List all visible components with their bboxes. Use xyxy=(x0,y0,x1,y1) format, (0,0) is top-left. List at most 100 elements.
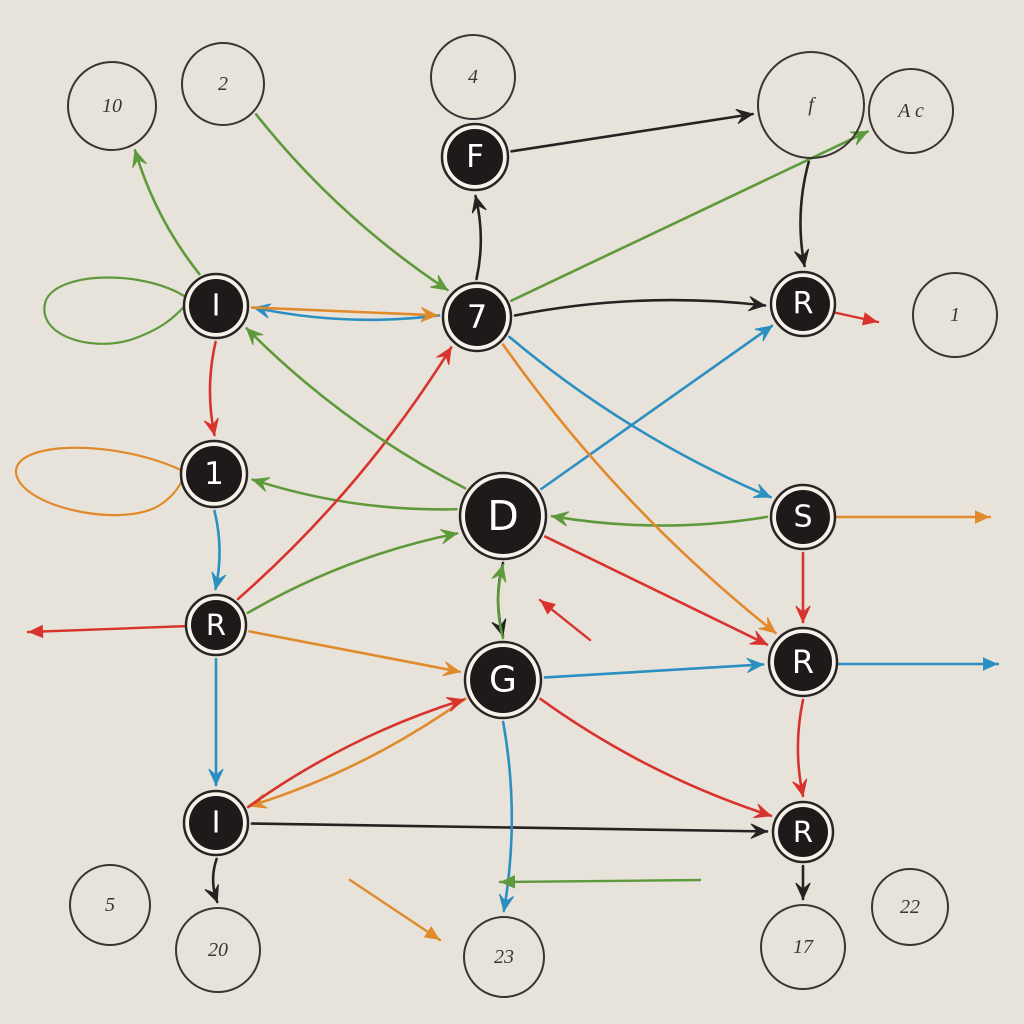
edge-g-r4 xyxy=(539,697,773,819)
node-d: D xyxy=(458,471,548,561)
edge-r3-r4 xyxy=(792,698,808,798)
node-of: f xyxy=(757,51,865,159)
node-label: R xyxy=(793,287,814,322)
edge-r2-g xyxy=(248,630,462,677)
node-label: 5 xyxy=(105,894,115,916)
edge-n7-r1 xyxy=(513,296,767,317)
edge-of-r1 xyxy=(794,160,811,268)
node-label: 2 xyxy=(218,73,228,95)
edge-r2-i2 xyxy=(208,657,224,787)
node-label: 17 xyxy=(793,936,814,958)
node-label: I xyxy=(212,806,221,841)
node-o20: 20 xyxy=(175,907,261,993)
node-i1: I xyxy=(182,272,250,340)
outline-circle xyxy=(868,68,954,154)
node-label: R xyxy=(792,643,814,681)
node-r3: R xyxy=(767,626,839,698)
node-label: D xyxy=(487,492,519,540)
edge-g-r3 xyxy=(543,657,765,679)
edge-r2-n7 xyxy=(236,346,453,601)
node-label: 1 xyxy=(204,456,224,492)
node-label: 1 xyxy=(950,304,960,326)
node-r1: R xyxy=(769,270,837,338)
node-o23: 23 xyxy=(463,916,545,998)
loops-layer xyxy=(14,276,191,517)
node-label: 22 xyxy=(900,896,920,918)
node-label: A c xyxy=(896,100,924,122)
stray-arrow xyxy=(828,657,1000,671)
outline-circle xyxy=(430,34,516,120)
node-label: R xyxy=(206,608,226,642)
edge-d-r3 xyxy=(543,535,769,646)
node-label: I xyxy=(212,289,221,324)
node-i2: I xyxy=(182,789,250,857)
outline-circle xyxy=(181,42,265,126)
node-label: 4 xyxy=(468,66,478,88)
outline-circle xyxy=(871,868,949,946)
outline-circle xyxy=(67,61,157,151)
outline-circle xyxy=(69,864,151,946)
outline-circle xyxy=(760,904,846,990)
node-s: S xyxy=(769,483,837,551)
node-g: G xyxy=(463,640,543,720)
edge-s-r3 xyxy=(795,551,811,624)
edge-g-o23 xyxy=(498,720,515,913)
stray-arrow xyxy=(26,623,218,639)
edge-i2-r4 xyxy=(250,822,769,839)
node-label: R xyxy=(793,815,813,849)
node-n7: 7 xyxy=(441,281,513,353)
stray-arrow xyxy=(498,875,702,889)
loop-curve xyxy=(43,276,191,345)
node-n1: 1 xyxy=(179,439,249,509)
node-o22: 22 xyxy=(871,868,949,946)
edge-n7-r3 xyxy=(501,343,777,635)
edge-d-n1 xyxy=(251,477,458,511)
edge-n7-s xyxy=(508,335,772,499)
node-o4: 4 xyxy=(430,34,516,120)
edge-s-d xyxy=(550,511,769,527)
outline-circle xyxy=(912,272,998,358)
node-r2: R xyxy=(184,593,248,657)
node-label: 7 xyxy=(467,298,487,336)
node-label: 10 xyxy=(102,95,122,117)
edge-i2-o20 xyxy=(204,857,219,904)
edges-layer xyxy=(132,108,869,913)
edge-i1-o10 xyxy=(132,149,201,276)
edge-o2-n7 xyxy=(254,113,449,292)
node-oac: A c xyxy=(868,68,954,154)
edge-i1-n1 xyxy=(203,340,219,437)
node-o17: 17 xyxy=(760,904,846,990)
outline-circle xyxy=(175,907,261,993)
node-o1: 1 xyxy=(912,272,998,358)
edge-n1-r2 xyxy=(211,509,227,591)
edge-g-d xyxy=(491,563,507,640)
edge-n7-f xyxy=(471,194,487,281)
node-o10: 10 xyxy=(67,61,157,151)
edge-f-of xyxy=(510,108,754,153)
node-label: 20 xyxy=(208,939,228,961)
loop-curve xyxy=(14,446,187,517)
outline-circle xyxy=(463,916,545,998)
node-label: f xyxy=(808,94,816,116)
edge-r4-o17 xyxy=(795,864,811,901)
edge-r2-d xyxy=(246,529,459,615)
node-label: F xyxy=(466,139,484,175)
edge-d-i1 xyxy=(245,327,467,490)
stray-arrow xyxy=(538,598,592,642)
node-label: 23 xyxy=(494,946,514,968)
node-o5: 5 xyxy=(69,864,151,946)
node-o2: 2 xyxy=(181,42,265,126)
stray-arrow xyxy=(348,878,442,942)
edge-i1-n7 xyxy=(250,306,439,323)
node-r4: R xyxy=(771,800,835,864)
edge-d-r1 xyxy=(540,324,774,491)
node-f: F xyxy=(440,122,510,192)
edge-i2-g xyxy=(246,697,465,809)
stray-arrow xyxy=(818,510,992,524)
stray-arrows-layer xyxy=(26,303,1000,942)
node-label: S xyxy=(793,500,812,535)
outline-circle xyxy=(757,51,865,159)
node-label: G xyxy=(489,660,517,701)
